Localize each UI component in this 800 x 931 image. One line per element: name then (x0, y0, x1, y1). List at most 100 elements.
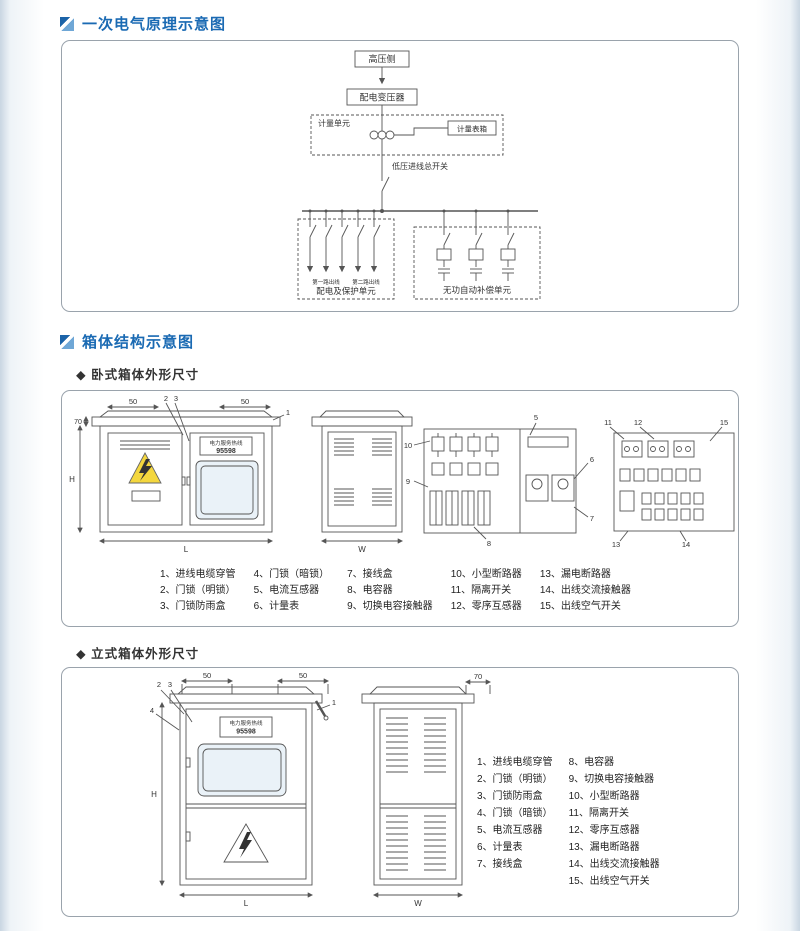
dim-50-right: 50 (299, 671, 307, 680)
legend-item: 9、切换电容接触器 (568, 774, 655, 785)
horizontal-cabinet-panel: 电力服务热线 95598 50 50 70 H L W 2 3 1 10 9 5… (61, 390, 739, 627)
callout-number: 3 (174, 394, 178, 403)
legend-item: 7、接线盒 (477, 859, 523, 870)
callout-number: 15 (720, 418, 728, 427)
section-title: 一次电气原理示意图 (82, 16, 227, 33)
lightning-bolt-icon (239, 832, 252, 858)
door-lock (186, 476, 191, 486)
dim-W: W (414, 899, 422, 908)
dim-50-left: 50 (203, 671, 211, 680)
legend-item: 11、隔离开关 (450, 585, 512, 596)
subsection-horizontal-cabinet-title: ◆ 卧式箱体外形尺寸 (76, 368, 200, 382)
legend-item: 2、门锁（明锁） (477, 774, 553, 785)
subsection-vertical-cabinet-title: ◆ 立式箱体外形尺寸 (76, 647, 200, 661)
legend-item: 8、电容器 (347, 585, 393, 596)
dim-L: L (184, 545, 189, 554)
callout-number: 1 (332, 698, 336, 707)
section-cabinet-structure-header: 箱体结构示意图 (60, 331, 194, 352)
callout-number: 1 (286, 408, 290, 417)
legend-column: 1、进线电缆穿管 2、门锁（明锁） 3、门锁防雨盒 (160, 567, 236, 615)
legend-item: 9、切换电容接触器 (347, 601, 433, 612)
hotline-number: 95598 (236, 729, 256, 736)
callout-number: 12 (634, 418, 642, 427)
legend-item: 12、零序互感器 (450, 601, 522, 612)
hotline-text: 电力服务热线 (209, 439, 243, 447)
legend-column: 13、漏电断路器 14、出线交流接触器 15、出线空气开关 (540, 567, 631, 615)
door-lock (185, 757, 191, 768)
legend-item: 1、进线电缆穿管 (160, 569, 236, 580)
legend-item: 12、零序互感器 (568, 825, 640, 836)
horizontal-cabinet-drawings: 电力服务热线 95598 50 50 70 H L W 2 3 1 10 9 5… (69, 394, 735, 554)
transformer-label: 配电变压器 (359, 92, 404, 103)
dim-70: 70 (474, 672, 482, 681)
door-lock (185, 831, 191, 842)
legend-item: 13、漏电断路器 (539, 569, 611, 580)
legend-item: 4、门锁（暗锁） (253, 569, 330, 580)
hotline-text: 电力服务热线 (229, 719, 263, 727)
dim-70: 70 (74, 419, 82, 426)
dim-W: W (358, 545, 366, 554)
hv-side-label: 高压侧 (368, 53, 395, 64)
primary-schematic-panel: 高压侧 配电变压器 计量单元 计量表箱 低压进线总开关 第一路出线 第二路出线 … (61, 40, 739, 312)
door-lock (181, 476, 186, 486)
callout-number: 11 (604, 418, 612, 427)
cabinet-internal-view-1 (413, 422, 589, 540)
callout-number: 8 (487, 539, 491, 548)
callout-number: 4 (150, 706, 154, 715)
callout-number: 10 (404, 441, 412, 450)
legend-item: 1、进线电缆穿管 (477, 757, 553, 768)
horizontal-legend: 1、进线电缆穿管 2、门锁（明锁） 3、门锁防雨盒 4、门锁（暗锁） 5、电流互… (160, 567, 631, 615)
callout-number: 5 (534, 413, 538, 422)
callout-number: 6 (590, 455, 594, 464)
legend-column: 1、进线电缆穿管 2、门锁（明锁） 3、门锁防雨盒 4、门锁（暗锁） 5、电流互… (477, 754, 553, 890)
lightning-bolt-icon (139, 459, 152, 481)
legend-column: 4、门锁（暗锁） 5、电流互感器 6、计量表 (254, 567, 330, 615)
section-title: 箱体结构示意图 (82, 334, 195, 351)
legend-column: 8、电容器 9、切换电容接触器 10、小型断路器 11、隔离开关 12、零序互感… (569, 754, 660, 890)
legend-item: 15、出线空气开关 (568, 876, 650, 887)
legend-item: 15、出线空气开关 (539, 601, 621, 612)
callout-number: 2 (164, 394, 168, 403)
hotline-number: 95598 (216, 448, 236, 455)
legend-item: 3、门锁防雨盒 (477, 791, 543, 802)
cabinet-side-view (311, 410, 413, 544)
branch-note-2: 第二路出线 (352, 278, 380, 286)
legend-item: 3、门锁防雨盒 (160, 601, 226, 612)
callout-number: 7 (590, 514, 594, 523)
legend-item: 14、出线交流接触器 (568, 859, 660, 870)
cabinet-front-view (77, 402, 285, 544)
legend-item: 11、隔离开关 (568, 808, 629, 819)
legend-column: 7、接线盒 8、电容器 9、切换电容接触器 (347, 567, 433, 615)
dim-H: H (151, 790, 157, 799)
legend-item: 5、电流互感器 (477, 825, 543, 836)
hotline-sign (199, 436, 253, 456)
legend-column: 10、小型断路器 11、隔离开关 12、零序互感器 (451, 567, 522, 615)
legend-item: 13、漏电断路器 (568, 842, 640, 853)
metering-unit-label: 计量单元 (318, 118, 350, 128)
meter-box-label: 计量表箱 (457, 124, 487, 134)
vertical-cabinet-panel: 电力服务热线 95598 50 50 70 H L W 2 3 1 4 1、进线… (61, 667, 739, 917)
callout-number: 13 (612, 540, 620, 549)
dim-L: L (244, 899, 249, 908)
callout-number: 3 (168, 680, 172, 689)
section-marker-icon (60, 334, 74, 349)
cabinet-side-view (361, 679, 492, 898)
callout-number: 9 (406, 477, 410, 486)
callout-number: 2 (157, 680, 161, 689)
legend-item: 8、电容器 (568, 757, 615, 768)
dim-50-left: 50 (129, 397, 137, 406)
cabinet-internal-view-2 (609, 426, 735, 542)
legend-item: 5、电流互感器 (253, 585, 320, 596)
distribution-protection-unit-label: 配电及保护单元 (316, 286, 376, 296)
primary-circuit-diagram: 高压侧 配电变压器 计量单元 计量表箱 低压进线总开关 第一路出线 第二路出线 … (297, 50, 541, 300)
reactive-compensation-unit-label: 无功自动补偿单元 (443, 285, 512, 295)
vertical-legend: 1、进线电缆穿管 2、门锁（明锁） 3、门锁防雨盒 4、门锁（暗锁） 5、电流互… (477, 754, 660, 890)
branch-note-1: 第一路出线 (312, 278, 340, 286)
hotline-sign (219, 716, 273, 738)
legend-item: 14、出线交流接触器 (539, 585, 631, 596)
legend-item: 10、小型断路器 (450, 569, 522, 580)
dim-50-right: 50 (241, 397, 249, 406)
legend-item: 2、门锁（明锁） (160, 585, 236, 596)
vertical-cabinet-drawings: 电力服务热线 95598 50 50 70 H L W 2 3 1 4 (150, 671, 492, 908)
legend-item: 10、小型断路器 (568, 791, 640, 802)
